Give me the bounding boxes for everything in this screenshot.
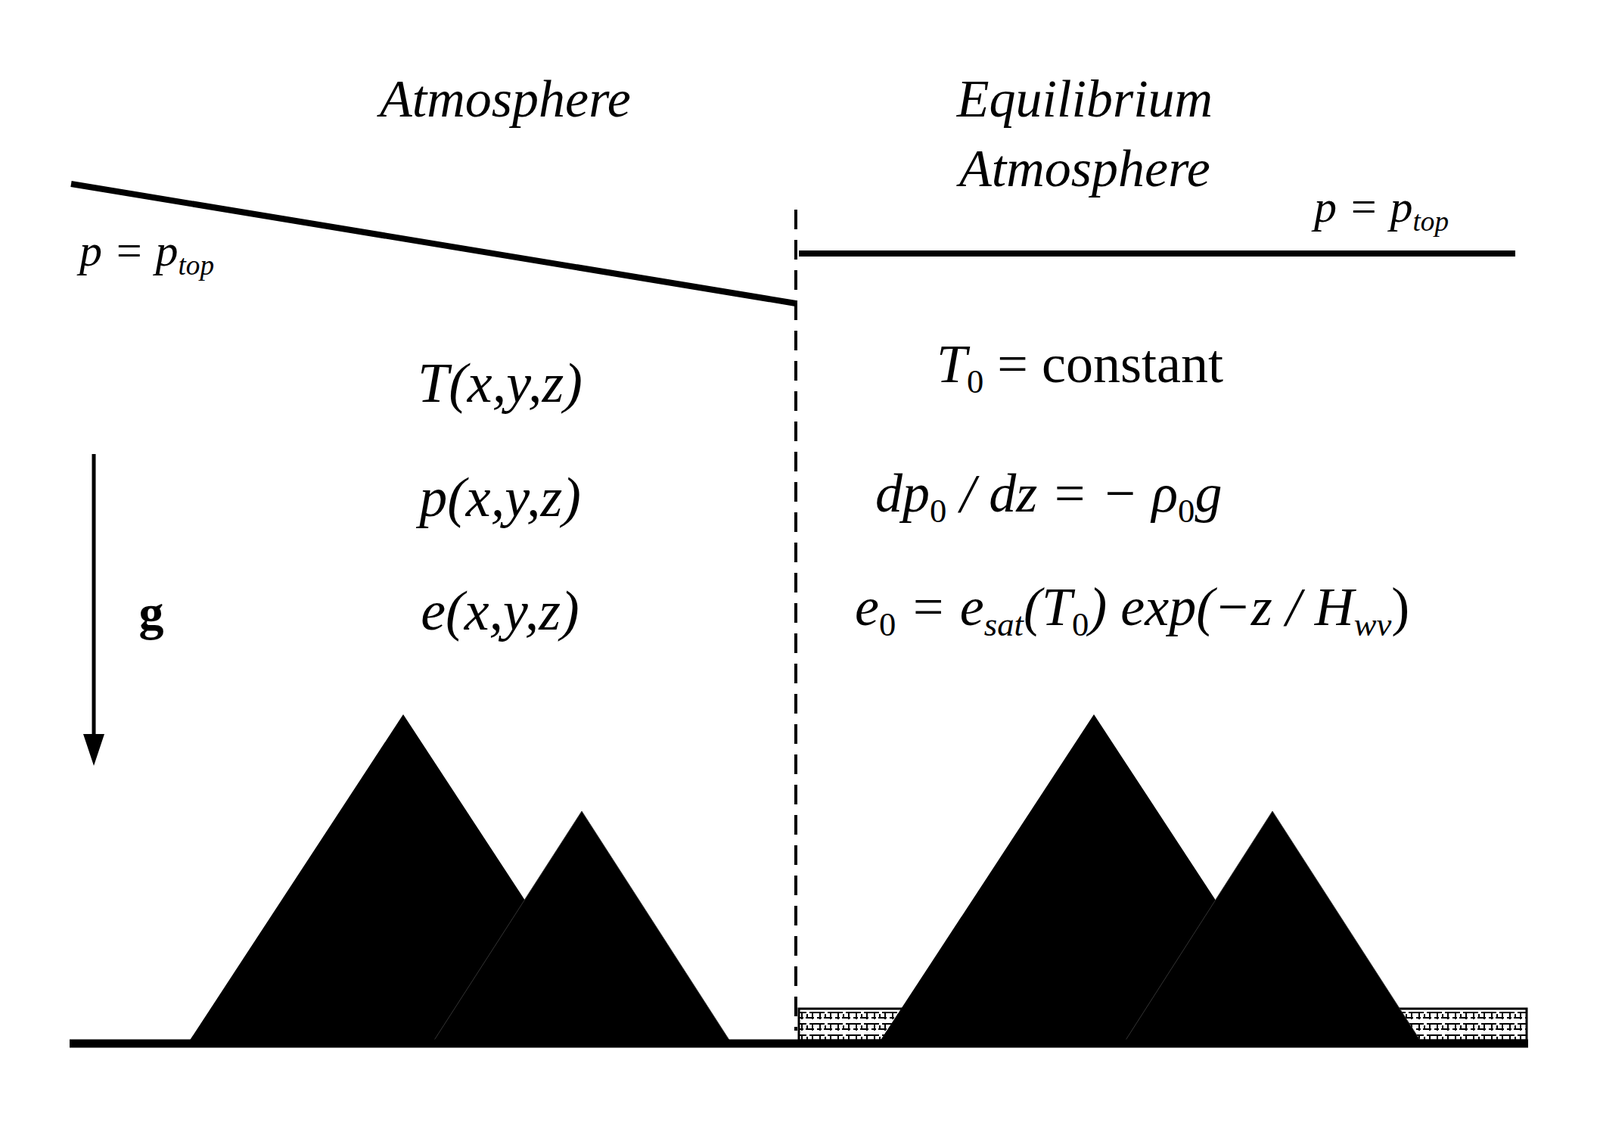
subscript: 0 xyxy=(1071,605,1089,644)
math-label: e(x,y,z) xyxy=(420,582,580,639)
subscript: 0 xyxy=(929,491,947,530)
label-text: ) exp(−z / H xyxy=(1088,576,1354,637)
subscript: 0 xyxy=(966,362,984,401)
subscript: wv xyxy=(1354,605,1392,644)
gravity-arrow xyxy=(92,453,97,738)
label-text: T(x,y,z) xyxy=(417,351,583,414)
subscript: sat xyxy=(984,605,1024,644)
divider-dashed xyxy=(794,209,798,1031)
equilibrium-top-boundary xyxy=(798,250,1516,257)
label-text: e xyxy=(854,576,880,637)
model-top-boundary xyxy=(71,183,796,304)
math-label: Atmosphere xyxy=(379,72,631,126)
mountain xyxy=(433,810,731,1041)
label-text: = constant xyxy=(983,333,1224,395)
math-label: p = ptop xyxy=(1314,183,1449,236)
mountain xyxy=(1124,810,1421,1041)
arrow-head xyxy=(83,733,105,766)
label-text: e(x,y,z) xyxy=(420,579,580,642)
subscript: top xyxy=(178,249,215,281)
math-label: p = ptop xyxy=(79,227,215,280)
math-label: T(x,y,z) xyxy=(417,354,583,411)
label-text: g xyxy=(1194,462,1222,524)
label-text: T xyxy=(936,333,967,395)
math-label: dp0 / dz = − ρ0g xyxy=(875,466,1222,529)
heading-label: Equilibrium Atmosphere xyxy=(888,64,1282,204)
label-text: ) xyxy=(1391,576,1410,637)
math-label: p(x,y,z) xyxy=(419,469,581,526)
math-label: e0 = esat(T0) exp(−z / Hwv) xyxy=(854,579,1410,642)
math-label: T0 = constant xyxy=(936,336,1224,399)
label-text: (T xyxy=(1023,576,1072,637)
label-text: p = p xyxy=(1314,181,1414,232)
label-text: p = p xyxy=(79,225,179,276)
math-label: g xyxy=(139,587,165,638)
label-text: g xyxy=(139,584,165,640)
label-text: / dz = − ρ xyxy=(946,462,1178,524)
subscript: 0 xyxy=(1177,491,1195,530)
label-text: dp xyxy=(875,462,930,524)
subscript: 0 xyxy=(879,605,896,644)
label-text: Atmosphere xyxy=(379,69,631,128)
label-text: = e xyxy=(895,576,985,637)
subscript: top xyxy=(1413,205,1450,237)
label-text: p(x,y,z) xyxy=(419,466,581,529)
ground-line xyxy=(69,1039,1529,1048)
